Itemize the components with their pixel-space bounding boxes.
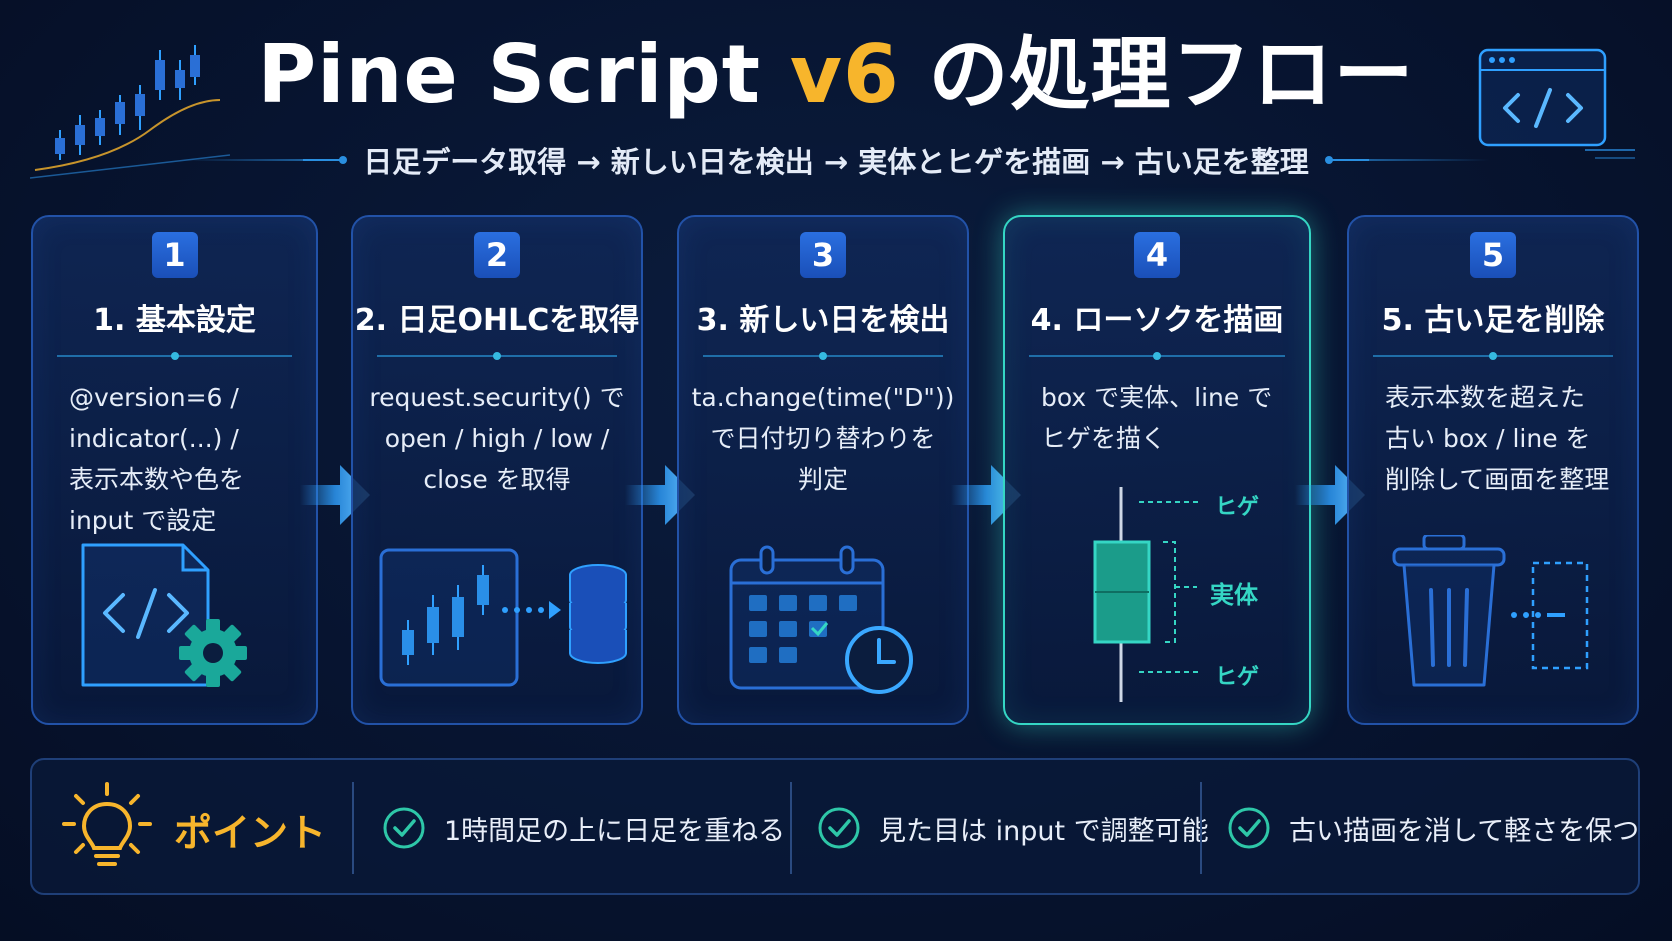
- lightbulb-icon: [62, 782, 152, 866]
- step-divider: [1373, 352, 1613, 360]
- point-item-2: 見た目は input で調整可能: [817, 800, 1209, 856]
- lower-wick-label: ヒゲ: [1215, 665, 1260, 690]
- point-item-3: 古い描画を消して軽さを保つ: [1227, 800, 1639, 856]
- title-main: Pine Script: [257, 28, 790, 121]
- step-badge: 5: [1470, 232, 1516, 278]
- decorative-chart-icon: [30, 45, 230, 179]
- trash-icon: [1392, 535, 1589, 687]
- step-card-3: 3 3. 新しい日を検出 ta.change(time("D")) で日付切り替…: [677, 215, 969, 725]
- step-description: box で実体、line で ヒゲを描く: [1041, 383, 1273, 453]
- step-title: 4. ローソクを描画: [1030, 303, 1284, 338]
- body-label: 実体: [1210, 581, 1258, 609]
- step-description: request.security() で open / high / low /…: [369, 383, 625, 494]
- step-description: @version=6 / indicator(...) / 表示本数や色を in…: [69, 383, 245, 535]
- step-badge: 4: [1134, 232, 1180, 278]
- point-text: 見た目は input で調整可能: [879, 815, 1209, 847]
- code-file-gear-icon: [81, 543, 247, 687]
- page-title: Pine Script v6 の処理フロー: [0, 30, 1672, 120]
- step-title: 1. 基本設定: [93, 303, 256, 338]
- step-card-5: 5 5. 古い足を削除 表示本数を超えた 古い box / line を 削除し…: [1347, 215, 1639, 725]
- step-title: 3. 新しい日を検出: [696, 303, 950, 338]
- step-description: 表示本数を超えた 古い box / line を 削除して画面を整理: [1385, 383, 1610, 494]
- check-circle-icon: [1228, 807, 1270, 849]
- subtitle-line-left-outer: [183, 159, 304, 161]
- points-separator: [1200, 782, 1202, 874]
- subtitle-line-right: [1324, 156, 1369, 164]
- points-separator: [352, 782, 354, 874]
- step-divider: [703, 352, 943, 360]
- step-divider: [57, 352, 292, 360]
- step-card-2: 2 2. 日足OHLCを取得 request.security() で open…: [351, 215, 643, 725]
- candles-to-database-icon: [379, 548, 627, 687]
- step-badge: 2: [474, 232, 520, 278]
- step-badge: 1: [151, 232, 198, 278]
- point-item-1: 1時間足の上に日足を重ねる: [382, 800, 785, 856]
- upper-wick-label: ヒゲ: [1215, 495, 1260, 520]
- check-circle-icon: [383, 807, 425, 849]
- point-text: 古い描画を消して軽さを保つ: [1289, 815, 1640, 847]
- candlestick-icon: [1093, 487, 1201, 702]
- title-accent: v6: [789, 28, 900, 121]
- points-separator: [790, 782, 792, 874]
- step-card-4: 4 4. ローソクを描画 box で実体、line で ヒゲを描く ヒゲ 実体 …: [1003, 215, 1311, 725]
- points-title: ポイント: [174, 811, 327, 855]
- subtitle-line-right-outer: [1368, 159, 1489, 161]
- check-circle-icon: [818, 807, 860, 849]
- step-divider: [1029, 352, 1285, 360]
- title-suffix: の処理フロー: [899, 28, 1415, 121]
- point-text: 1時間足の上に日足を重ねる: [444, 815, 786, 847]
- step-card-1: 1 1. 基本設定 @version=6 / indicator(...) / …: [31, 215, 318, 725]
- step-divider: [377, 352, 617, 360]
- calendar-clock-icon: [729, 545, 913, 694]
- step-description: ta.change(time("D")) で日付切り替わりを 判定: [691, 383, 955, 494]
- subtitle-row: 日足データ取得 → 新しい日を検出 → 実体とヒゲを描画 → 古い足を整理: [0, 140, 1672, 180]
- code-window-icon: [1478, 48, 1635, 159]
- subtitle-line-left: [303, 156, 348, 164]
- step-title: 5. 古い足を削除: [1381, 303, 1605, 338]
- subtitle: 日足データ取得 → 新しい日を検出 → 実体とヒゲを描画 → 古い足を整理: [363, 145, 1309, 179]
- step-title: 2. 日足OHLCを取得: [354, 303, 640, 338]
- step-badge: 3: [800, 232, 846, 278]
- points-panel: ポイント 1時間足の上に日足を重ねる 見た目は input で調整可能 古い描画…: [30, 758, 1640, 895]
